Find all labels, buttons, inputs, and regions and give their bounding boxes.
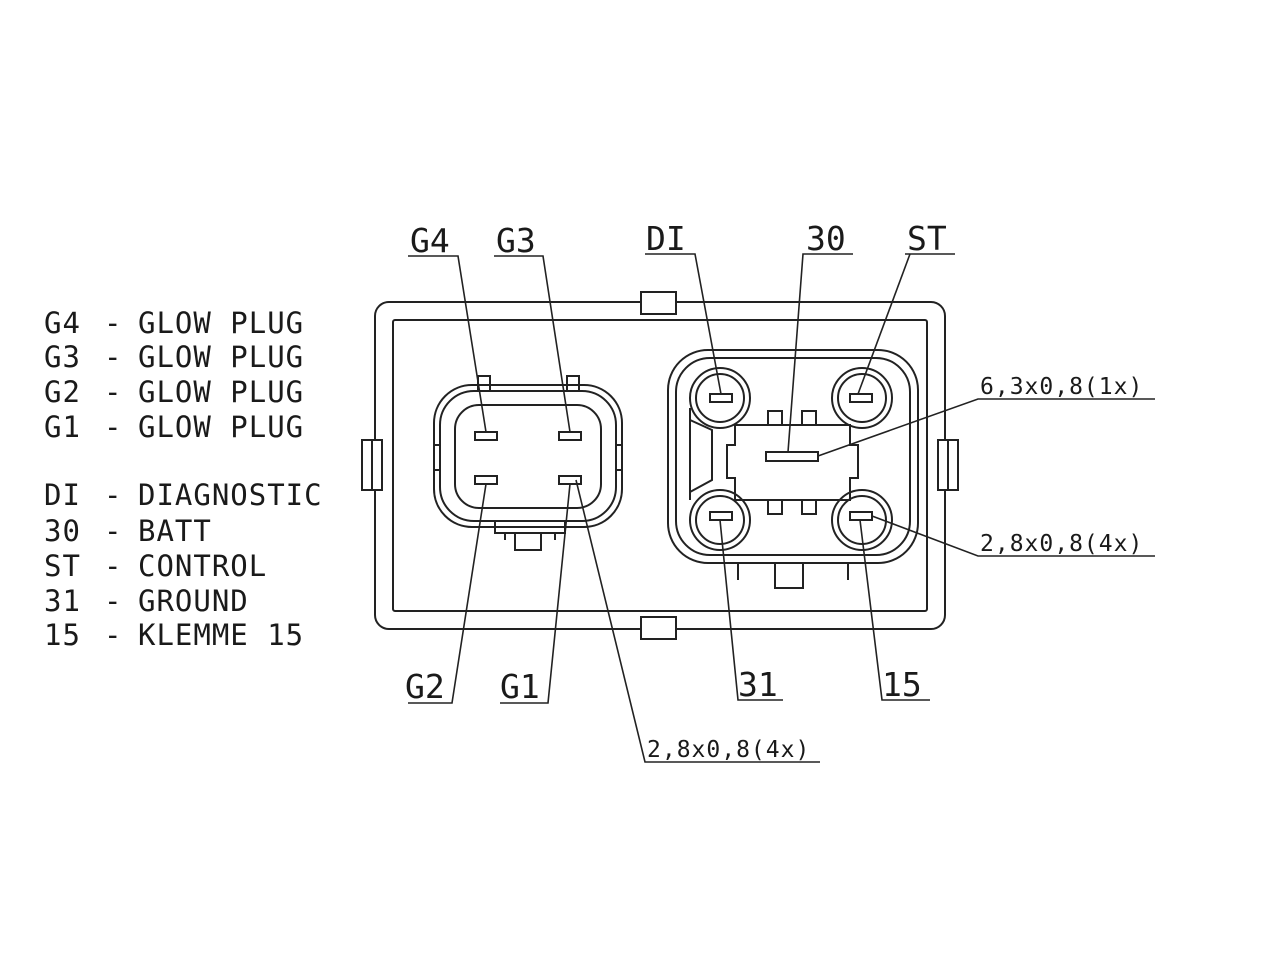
glow-connector-inner bbox=[454, 404, 602, 509]
pin-label-di: DI bbox=[646, 219, 686, 258]
housing-inner bbox=[392, 319, 928, 612]
pin-label-g4: G4 bbox=[410, 221, 450, 260]
glow-plug-connector bbox=[433, 375, 623, 551]
pin-label-15: 15 bbox=[882, 665, 922, 704]
pin-label-g3: G3 bbox=[496, 221, 536, 260]
legend-dash: - bbox=[104, 410, 122, 444]
pin-label-st: ST bbox=[907, 219, 947, 258]
legend-text-15: KLEMME 15 bbox=[138, 618, 304, 652]
legend-code-31: 31 bbox=[44, 584, 81, 618]
terminal-15 bbox=[849, 511, 873, 521]
dimension-labels: 6,3x0,8(1x) 2,8x0,8(4x) 2,8x0,8(4x) bbox=[647, 374, 1143, 763]
leader-lines bbox=[408, 253, 1155, 763]
pin-labels: G4 G3 DI 30 ST G2 G1 31 15 bbox=[405, 219, 947, 706]
legend-code-g2: G2 bbox=[44, 375, 81, 409]
legend-code-g3: G3 bbox=[44, 340, 81, 374]
legend-dash: - bbox=[104, 549, 122, 583]
tab-top bbox=[640, 291, 677, 315]
legend-text-g4: GLOW PLUG bbox=[138, 306, 304, 340]
pin-label-g2: G2 bbox=[405, 667, 445, 706]
legend-glow-group: G4 - GLOW PLUG G3 - GLOW PLUG G2 - GLOW … bbox=[44, 306, 304, 444]
dim-label-small-terminals-left: 2,8x0,8(4x) bbox=[647, 737, 810, 763]
dim-label-large-terminal: 6,3x0,8(1x) bbox=[980, 374, 1143, 400]
terminal-st bbox=[849, 393, 873, 403]
legend-code-g4: G4 bbox=[44, 306, 81, 340]
housing-outer bbox=[374, 301, 946, 630]
legend: G4 - GLOW PLUG G3 - GLOW PLUG G2 - GLOW … bbox=[44, 306, 323, 652]
legend-code-st: ST bbox=[44, 549, 81, 583]
legend-text-g1: GLOW PLUG bbox=[138, 410, 304, 444]
power-connector-inner bbox=[675, 357, 911, 556]
legend-code-di: DI bbox=[44, 478, 81, 512]
terminal-g2 bbox=[474, 475, 498, 485]
legend-signal-group: DI - DIAGNOSTIC 30 - BATT ST - CONTROL 3… bbox=[44, 478, 323, 652]
terminal-31 bbox=[709, 511, 733, 521]
dim-label-small-terminals-right: 2,8x0,8(4x) bbox=[980, 531, 1143, 557]
legend-text-g2: GLOW PLUG bbox=[138, 375, 304, 409]
legend-code-15: 15 bbox=[44, 618, 81, 652]
legend-dash: - bbox=[104, 514, 122, 548]
terminal-g1 bbox=[558, 475, 582, 485]
legend-text-30: BATT bbox=[138, 514, 212, 548]
relay-housing bbox=[361, 291, 959, 640]
pin-label-31: 31 bbox=[738, 665, 778, 704]
legend-dash: - bbox=[104, 478, 122, 512]
terminal-g4 bbox=[474, 431, 498, 441]
glow-connector-mid bbox=[439, 390, 617, 522]
terminal-g3 bbox=[558, 431, 582, 441]
legend-dash: - bbox=[104, 618, 122, 652]
legend-dash: - bbox=[104, 584, 122, 618]
power-connector bbox=[667, 349, 919, 589]
legend-code-30: 30 bbox=[44, 514, 81, 548]
legend-dash: - bbox=[104, 375, 122, 409]
center-terminal-housing bbox=[726, 424, 859, 501]
tab-bottom bbox=[640, 616, 677, 640]
legend-text-g3: GLOW PLUG bbox=[138, 340, 304, 374]
glow-connector-outer bbox=[433, 384, 623, 528]
legend-text-di: DIAGNOSTIC bbox=[138, 478, 323, 512]
legend-text-st: CONTROL bbox=[138, 549, 267, 583]
terminal-di bbox=[709, 393, 733, 403]
legend-dash: - bbox=[104, 340, 122, 374]
pin-label-30: 30 bbox=[806, 219, 846, 258]
pin-label-g1: G1 bbox=[500, 667, 540, 706]
legend-code-g1: G1 bbox=[44, 410, 81, 444]
legend-text-31: GROUND bbox=[138, 584, 249, 618]
terminal-30 bbox=[765, 451, 819, 462]
legend-dash: - bbox=[104, 306, 122, 340]
